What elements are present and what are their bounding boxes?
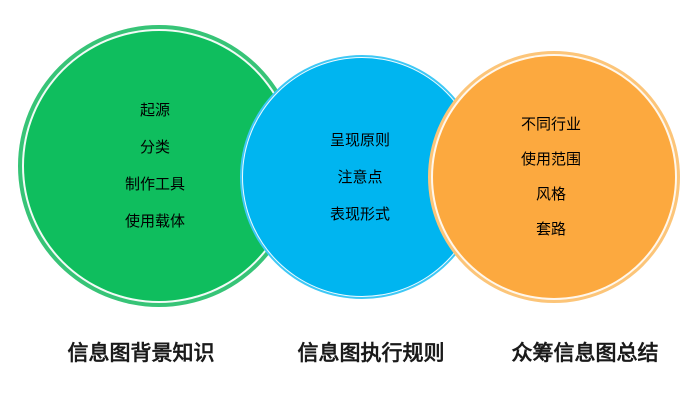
- circle-orange-disc: [433, 56, 675, 298]
- caption-orange: 众筹信息图总结: [511, 342, 659, 365]
- caption-blue: 信息图执行规则: [297, 342, 445, 365]
- circle-orange[interactable]: 不同行业 使用范围 风格 套路: [428, 51, 680, 303]
- caption-green: 信息图背景知识: [67, 342, 215, 365]
- caption-row: 信息图背景知识 信息图执行规则 众筹信息图总结: [0, 332, 696, 372]
